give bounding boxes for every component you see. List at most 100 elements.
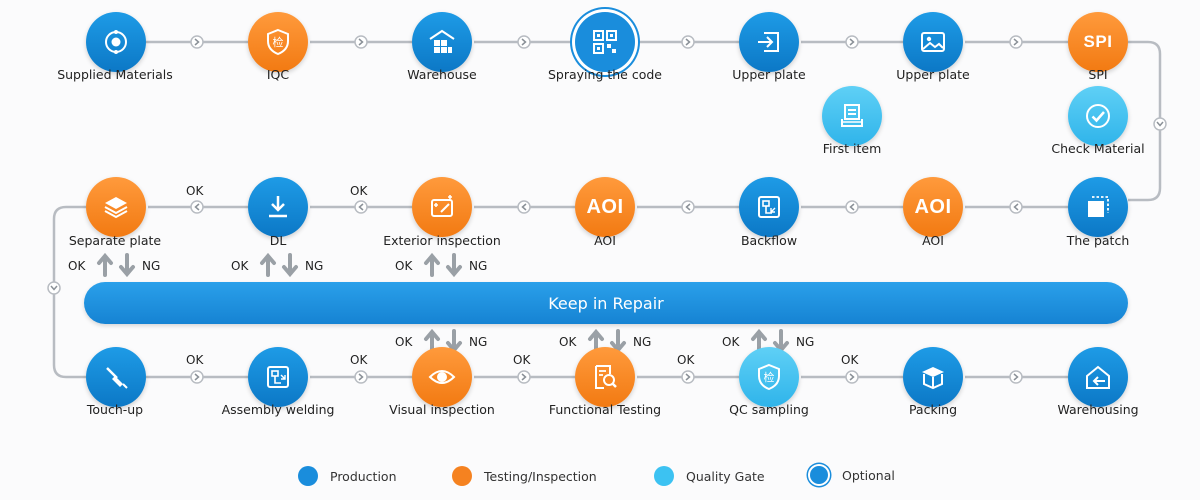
connector-arrow bbox=[47, 281, 61, 295]
node-aoi-2: AOI bbox=[575, 177, 635, 237]
connector-arrow bbox=[681, 370, 695, 384]
label-aoi-1: AOI bbox=[922, 233, 944, 248]
connector-arrow bbox=[1153, 117, 1167, 131]
node-visual-inspection bbox=[412, 347, 472, 407]
node-dl bbox=[248, 177, 308, 237]
node-packing bbox=[903, 347, 963, 407]
connector-arrow bbox=[190, 200, 204, 214]
download-icon bbox=[269, 196, 287, 218]
aoi-glyph: AOI bbox=[914, 195, 952, 218]
label-separate-plate: Separate plate bbox=[68, 233, 162, 248]
soldering-iron-icon bbox=[106, 367, 128, 389]
ok-label: OK bbox=[513, 353, 531, 367]
ng-label: NG bbox=[796, 335, 815, 349]
label-spraying-the-code: Spraying the code bbox=[547, 67, 662, 82]
legend-label: Testing/Inspection bbox=[484, 468, 597, 484]
ok-label: OK bbox=[395, 259, 413, 273]
label-dl: DL bbox=[269, 233, 287, 248]
keep-in-repair-label: Keep in Repair bbox=[548, 293, 664, 313]
connector-arrow bbox=[190, 35, 204, 49]
legend-label: Quality Gate bbox=[686, 468, 765, 484]
connector-arrow bbox=[517, 200, 531, 214]
connector-arrow bbox=[354, 200, 368, 214]
ok-label: OK bbox=[68, 259, 86, 273]
ok-label: OK bbox=[350, 353, 368, 367]
board-in-icon bbox=[758, 32, 779, 52]
ok-label: OK bbox=[350, 184, 368, 198]
legend-swatch bbox=[654, 466, 674, 486]
node-upper-plate-2 bbox=[903, 12, 963, 72]
label-touch-up: Touch-up bbox=[86, 402, 144, 417]
connector-arrow bbox=[681, 200, 695, 214]
label-first-item: First item bbox=[822, 141, 882, 156]
connector-arrow bbox=[1009, 200, 1023, 214]
connector-arrow bbox=[845, 200, 859, 214]
node-check-material bbox=[1068, 86, 1128, 146]
label-spi: SPI bbox=[1088, 67, 1108, 82]
connector-arrow bbox=[1009, 370, 1023, 384]
legend-item-testing: Testing/Inspection bbox=[452, 466, 597, 486]
node-functional-testing bbox=[575, 347, 635, 407]
legend-label: Production bbox=[330, 468, 397, 484]
shield-icon: 检 bbox=[758, 363, 780, 391]
ng-down-arrow bbox=[119, 253, 135, 278]
ok-label: OK bbox=[186, 353, 204, 367]
shield-check-icon: 检 bbox=[267, 28, 289, 56]
label-qc-sampling: QC sampling bbox=[729, 402, 809, 417]
node-spi: SPI bbox=[1068, 12, 1128, 72]
label-assembly-welding: Assembly welding bbox=[221, 402, 335, 417]
ok-up-arrow bbox=[97, 252, 113, 277]
legend-swatch bbox=[452, 466, 472, 486]
qr-code-icon bbox=[593, 30, 617, 54]
legend-label: Optional bbox=[842, 467, 895, 483]
eye-icon bbox=[428, 370, 456, 384]
label-functional-testing: Functional Testing bbox=[548, 402, 662, 417]
node-warehousing bbox=[1068, 347, 1128, 407]
ok-label: OK bbox=[559, 335, 577, 349]
ok-label: OK bbox=[231, 259, 249, 273]
ng-down-arrow bbox=[610, 329, 626, 354]
node-touch-up bbox=[86, 347, 146, 407]
connector-arrow bbox=[1009, 35, 1023, 49]
label-backflow: Backflow bbox=[740, 233, 798, 248]
keep-in-repair-bar: Keep in Repair bbox=[84, 282, 1128, 324]
check-circle-icon bbox=[1086, 104, 1110, 128]
connector-arrow bbox=[845, 35, 859, 49]
ng-label: NG bbox=[469, 335, 488, 349]
node-first-item bbox=[822, 86, 882, 146]
node-qc-sampling: 检 bbox=[739, 347, 799, 407]
ng-label: NG bbox=[305, 259, 324, 273]
backflow-icon bbox=[758, 196, 780, 218]
warehouse-icon bbox=[429, 29, 455, 53]
label-iqc: IQC bbox=[266, 67, 290, 82]
image-icon bbox=[921, 32, 945, 52]
connector-arrow bbox=[354, 35, 368, 49]
node-upper-plate-1 bbox=[739, 12, 799, 72]
label-upper-plate-1: Upper plate bbox=[732, 67, 806, 82]
label-aoi-2: AOI bbox=[594, 233, 616, 248]
legend-item-optional: Optional bbox=[810, 466, 895, 484]
connector-arrow bbox=[517, 370, 531, 384]
node-assembly-welding bbox=[248, 347, 308, 407]
node-supplied-materials bbox=[86, 12, 146, 72]
label-exterior-inspection: Exterior inspection bbox=[383, 233, 501, 248]
ng-down-arrow bbox=[446, 253, 462, 278]
ok-label: OK bbox=[395, 335, 413, 349]
document-stack-icon bbox=[841, 104, 863, 127]
label-visual-inspection: Visual inspection bbox=[389, 402, 495, 417]
ok-label: OK bbox=[186, 184, 204, 198]
node-the-patch bbox=[1068, 177, 1128, 237]
legend-swatch bbox=[810, 466, 828, 484]
magnifier-doc-icon bbox=[595, 365, 617, 389]
node-spraying-the-code bbox=[575, 12, 635, 72]
connector-arrow bbox=[845, 370, 859, 384]
ok-up-arrow bbox=[260, 252, 276, 277]
ng-label: NG bbox=[469, 259, 488, 273]
house-arrow-icon bbox=[1086, 365, 1110, 389]
legend-swatch bbox=[298, 466, 318, 486]
layers-icon bbox=[104, 197, 128, 219]
sparkle-frame-icon bbox=[431, 195, 453, 217]
label-check-material: Check Material bbox=[1051, 141, 1145, 156]
ng-label: NG bbox=[633, 335, 652, 349]
